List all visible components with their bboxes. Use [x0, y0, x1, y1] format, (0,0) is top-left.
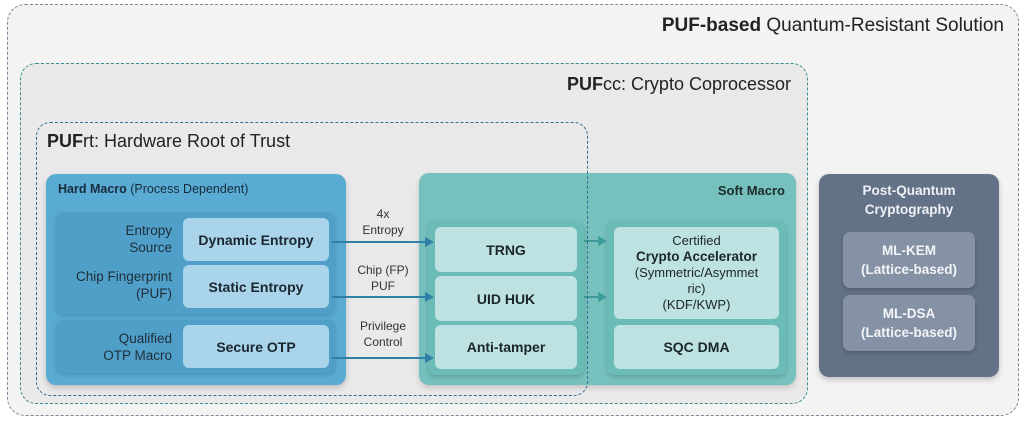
crypto-accel-line4: ric): [687, 281, 706, 296]
connector-line2: Control: [363, 335, 403, 349]
pufcc-title: PUFcc: Crypto Coprocessor: [567, 74, 791, 95]
pufrt-title-bold: PUF: [47, 131, 83, 151]
pufcc-title-rest: cc: Crypto Coprocessor: [602, 74, 791, 94]
ml-dsa-box: ML-DSA (Lattice-based): [843, 295, 975, 351]
soft-left-group: TRNG UID HUK Anti-tamper: [428, 221, 584, 375]
connector-label-entropy: 4x Entropy: [346, 206, 420, 238]
arrow-head-icon: [598, 236, 607, 246]
entropy-group: Entropy Source Dynamic Entropy Chip Fing…: [56, 212, 335, 314]
crypto-accel-certified: Certified: [672, 233, 721, 248]
ml-kem-type: (Lattice-based): [860, 262, 958, 277]
arrow-head-icon: [425, 353, 434, 363]
hard-macro-title-rest: (Process Dependent): [126, 182, 249, 196]
ml-dsa-type: (Lattice-based): [860, 325, 958, 340]
pufrt-title-rest: rt: Hardware Root of Trust: [83, 131, 291, 151]
crypto-accel-line5: (KDF/KWP): [662, 297, 731, 312]
arrow-head-icon: [425, 237, 434, 247]
label-line: (PUF): [136, 286, 172, 301]
sqc-dma-box: SQC DMA: [614, 325, 779, 369]
ml-kem-box: ML-KEM (Lattice-based): [843, 232, 975, 288]
soft-right-group: Certified Crypto Accelerator (Symmetric/…: [607, 221, 786, 375]
hard-macro-title: Hard Macro (Process Dependent): [58, 182, 248, 196]
solution-title-bold: PUF-based: [661, 15, 762, 36]
crypto-accelerator-box: Certified Crypto Accelerator (Symmetric/…: [614, 227, 779, 319]
connector-line2: PUF: [371, 279, 395, 293]
qualified-otp-label: Qualified OTP Macro: [56, 330, 172, 364]
connector-line1: 4x: [376, 207, 390, 221]
connector-label-puf: Chip (FP) PUF: [342, 262, 424, 294]
crypto-accel-line3: (Symmetric/Asymmet: [634, 265, 759, 280]
arrow-head-icon: [425, 292, 434, 302]
pqc-title: Post-Quantum Cryptography: [819, 181, 999, 219]
anti-tamper-box: Anti-tamper: [435, 325, 577, 369]
solution-title-rest: Quantum-Resistant Solution: [761, 15, 1004, 36]
pufrt-hardware-root-of-trust-container: PUFrt: Hardware Root of Trust: [36, 122, 588, 396]
uid-huk-box: UID HUK: [435, 276, 577, 321]
pqc-title-line2: Cryptography: [864, 202, 954, 217]
secure-otp-box: Secure OTP: [183, 325, 329, 368]
ml-dsa-name: ML-DSA: [882, 306, 936, 321]
label-line: Chip Fingerprint: [75, 269, 172, 284]
static-entropy-box: Static Entropy: [183, 265, 329, 308]
label-line: OTP Macro: [103, 348, 172, 363]
trng-box: TRNG: [435, 227, 577, 272]
arrow-head-icon: [598, 292, 607, 302]
label-line: Source: [129, 240, 172, 255]
dynamic-entropy-box: Dynamic Entropy: [183, 218, 329, 261]
pufrt-title: PUFrt: Hardware Root of Trust: [47, 131, 290, 152]
connector-label-privilege: Privilege Control: [342, 318, 424, 350]
solution-title: PUF-based Quantum-Resistant Solution: [662, 15, 1004, 37]
connector-line1: Privilege: [359, 319, 407, 333]
entropy-connector-line: [332, 241, 425, 243]
label-line: Entropy: [125, 223, 172, 238]
label-line: Qualified: [118, 331, 172, 346]
hard-macro-block: Hard Macro (Process Dependent) Entropy S…: [46, 174, 346, 385]
otp-group: Qualified OTP Macro Secure OTP: [56, 320, 335, 373]
chip-fingerprint-label: Chip Fingerprint (PUF): [56, 268, 172, 302]
post-quantum-cryptography-block: Post-Quantum Cryptography ML-KEM (Lattic…: [819, 174, 999, 377]
hard-macro-title-bold: Hard Macro: [58, 182, 127, 196]
entropy-source-label: Entropy Source: [56, 222, 172, 256]
trng-to-accel-line: [584, 240, 598, 242]
connector-line1: Chip (FP): [357, 263, 409, 277]
pufcc-title-bold: PUF: [566, 74, 603, 94]
crypto-accel-title: Crypto Accelerator: [635, 249, 758, 264]
pqc-title-line1: Post-Quantum: [862, 183, 956, 198]
privilege-connector-line: [332, 357, 425, 359]
connector-line2: Entropy: [362, 223, 404, 237]
ml-kem-name: ML-KEM: [882, 243, 936, 258]
soft-macro-block: Soft Macro TRNG UID HUK Anti-tamper Cert…: [419, 173, 796, 385]
puf-connector-line: [332, 296, 425, 298]
uid-to-accel-line: [584, 296, 598, 298]
soft-macro-title: Soft Macro: [717, 183, 785, 198]
